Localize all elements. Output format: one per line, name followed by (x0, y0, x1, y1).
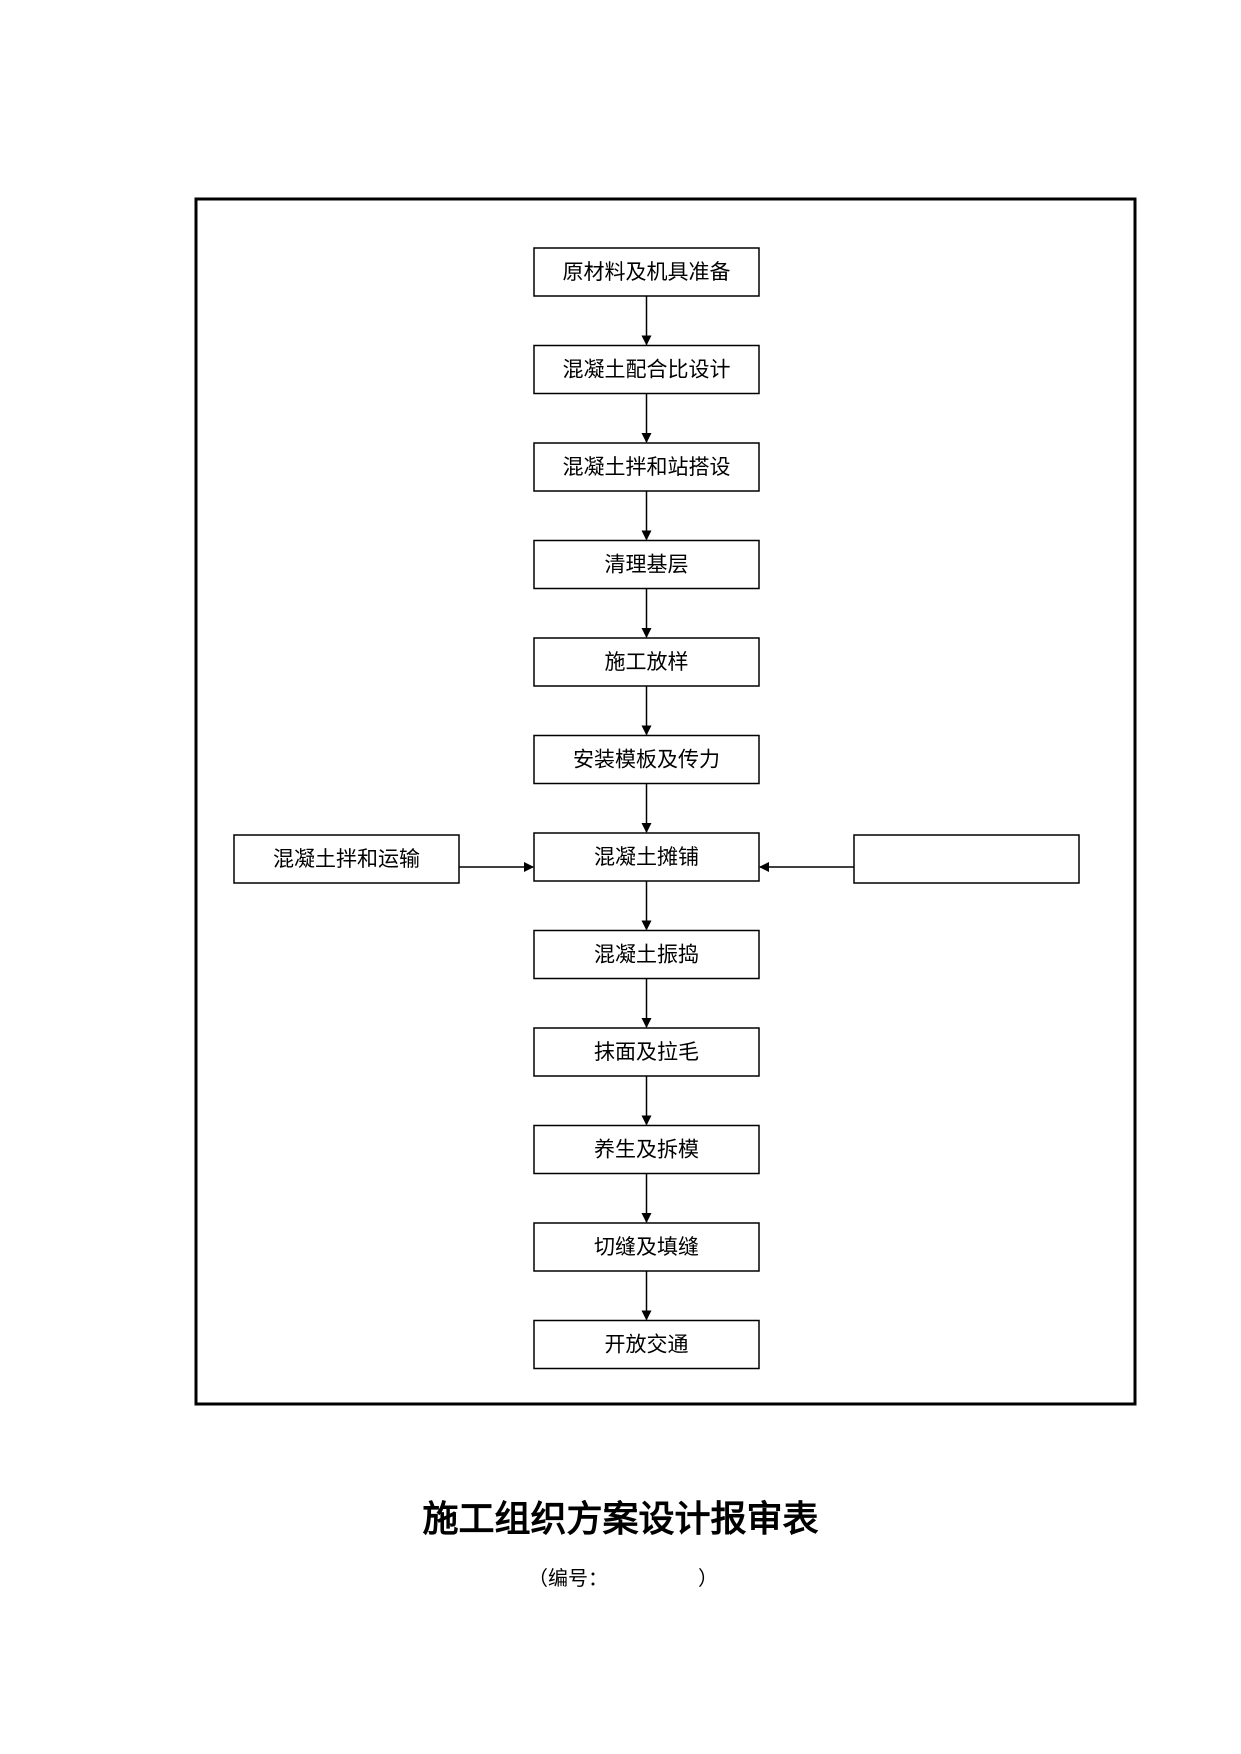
process-step: 清理基层 (533, 539, 760, 590)
process-step-label: 安装模板及传力 (573, 748, 720, 772)
form-title: 施工组织方案设计报审表 (422, 1498, 819, 1540)
flowchart-frame (194, 197, 1137, 1406)
left-input: 混凝土拌和运输 (233, 834, 534, 884)
process-step: 抹面及拉毛 (533, 1027, 760, 1077)
process-step: 混凝土振捣 (533, 929, 760, 980)
process-step-box (533, 929, 760, 980)
process-step-label: 混凝土拌和站搭设 (563, 455, 731, 479)
process-step-box (533, 1319, 760, 1370)
left-input-box (233, 834, 460, 884)
right-input-box (853, 834, 1080, 884)
form-number-label: 编号： (548, 1566, 608, 1590)
process-step-label: 混凝土配合比设计 (563, 358, 731, 382)
left-input-label: 混凝土拌和运输 (273, 847, 420, 871)
construction-flowchart: 原材料及机具准备混凝土配合比设计混凝土拌和站搭设清理基层施工放样安装模板及传力混… (194, 197, 1137, 1406)
process-step: 养生及拆模 (533, 1124, 760, 1175)
process-step: 开放交通 (533, 1319, 760, 1370)
process-step-label: 开放交通 (605, 1333, 689, 1357)
form-number-open-paren: （ (528, 1566, 548, 1590)
right-input (759, 834, 1080, 884)
process-step-box (533, 734, 760, 785)
process-step-label: 抹面及拉毛 (594, 1040, 699, 1064)
process-step-label: 清理基层 (605, 553, 689, 577)
process-step-label: 施工放样 (605, 650, 689, 674)
process-step-box (533, 1124, 760, 1175)
process-step: 混凝土配合比设计 (533, 344, 760, 395)
process-step-box (533, 637, 760, 687)
process-step-label: 混凝土振捣 (594, 943, 699, 967)
process-step: 原材料及机具准备 (533, 247, 760, 297)
process-step: 安装模板及传力 (533, 734, 760, 785)
process-step-box (533, 832, 760, 882)
process-step-label: 切缝及填缝 (594, 1235, 699, 1259)
process-step-label: 原材料及机具准备 (563, 260, 731, 284)
process-step-box (533, 344, 760, 395)
main-steps: 原材料及机具准备混凝土配合比设计混凝土拌和站搭设清理基层施工放样安装模板及传力混… (533, 247, 760, 1370)
process-step: 混凝土摊铺 (533, 832, 760, 882)
process-step: 切缝及填缝 (533, 1222, 760, 1272)
process-step: 施工放样 (533, 637, 760, 687)
process-step-box (533, 1222, 760, 1272)
form-number-close-paren: ） (698, 1566, 718, 1590)
process-step-label: 养生及拆模 (594, 1138, 699, 1162)
process-step-label: 混凝土摊铺 (594, 845, 699, 869)
process-step-box (533, 539, 760, 590)
process-step: 混凝土拌和站搭设 (533, 442, 760, 492)
